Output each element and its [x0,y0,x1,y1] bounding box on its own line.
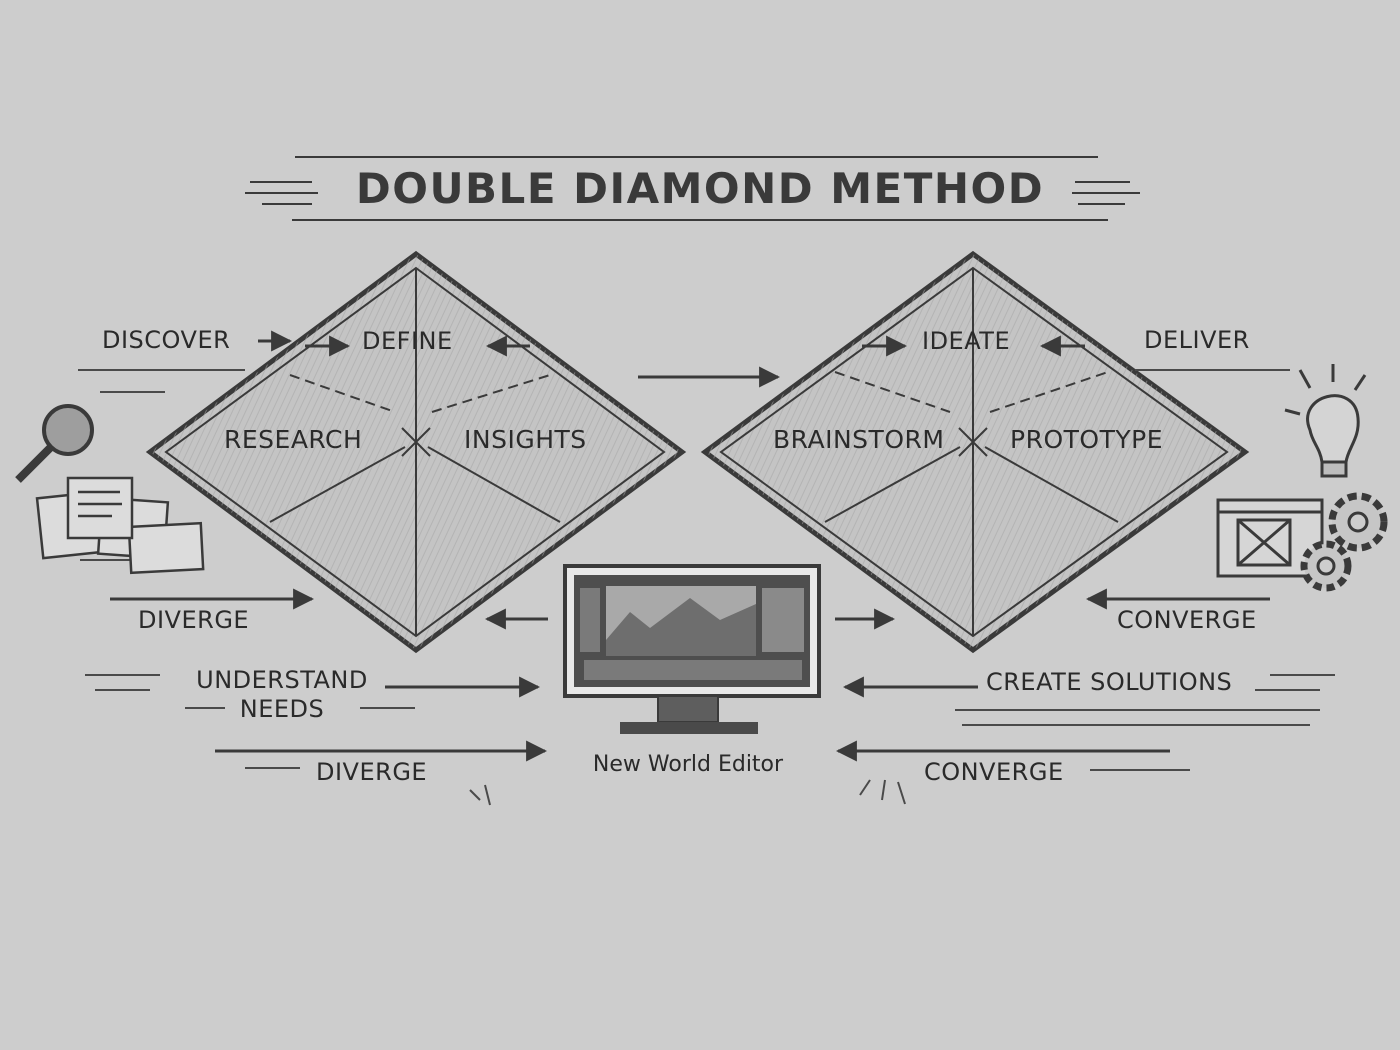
magnifier-icon [15,404,94,483]
understand-needs-label: UNDERSTAND NEEDS [196,666,368,723]
lightbulb-icon [1284,364,1367,478]
ideate-label: IDEATE [922,327,1011,355]
monitor-caption: New World Editor [592,752,784,777]
brainstorm-label: BRAINSTORM [773,425,945,454]
research-label: RESEARCH [224,425,363,454]
page-title: DOUBLE DIAMOND METHOD [355,164,1045,213]
deliver-label: DELIVER [1144,326,1250,354]
gears-icon [1300,492,1388,592]
discover-label: DISCOVER [102,326,231,354]
prototype-label: PROTOTYPE [1010,425,1163,454]
diamond-ideate-deliver [700,250,1250,654]
define-label: DEFINE [362,327,453,355]
title-decoration [245,156,1140,221]
diamond-discover-define [145,250,687,654]
insights-label: INSIGHTS [464,425,587,454]
documents-icon [35,476,205,575]
create-solutions-label: CREATE SOLUTIONS [986,668,1233,696]
diverge-lower-label: DIVERGE [316,758,428,786]
converge-upper-label: CONVERGE [1117,606,1257,634]
diverge-upper-label: DIVERGE [138,606,250,634]
monitor-icon [563,564,821,734]
converge-lower-label: CONVERGE [924,758,1064,786]
flow-arrows [110,330,1270,762]
